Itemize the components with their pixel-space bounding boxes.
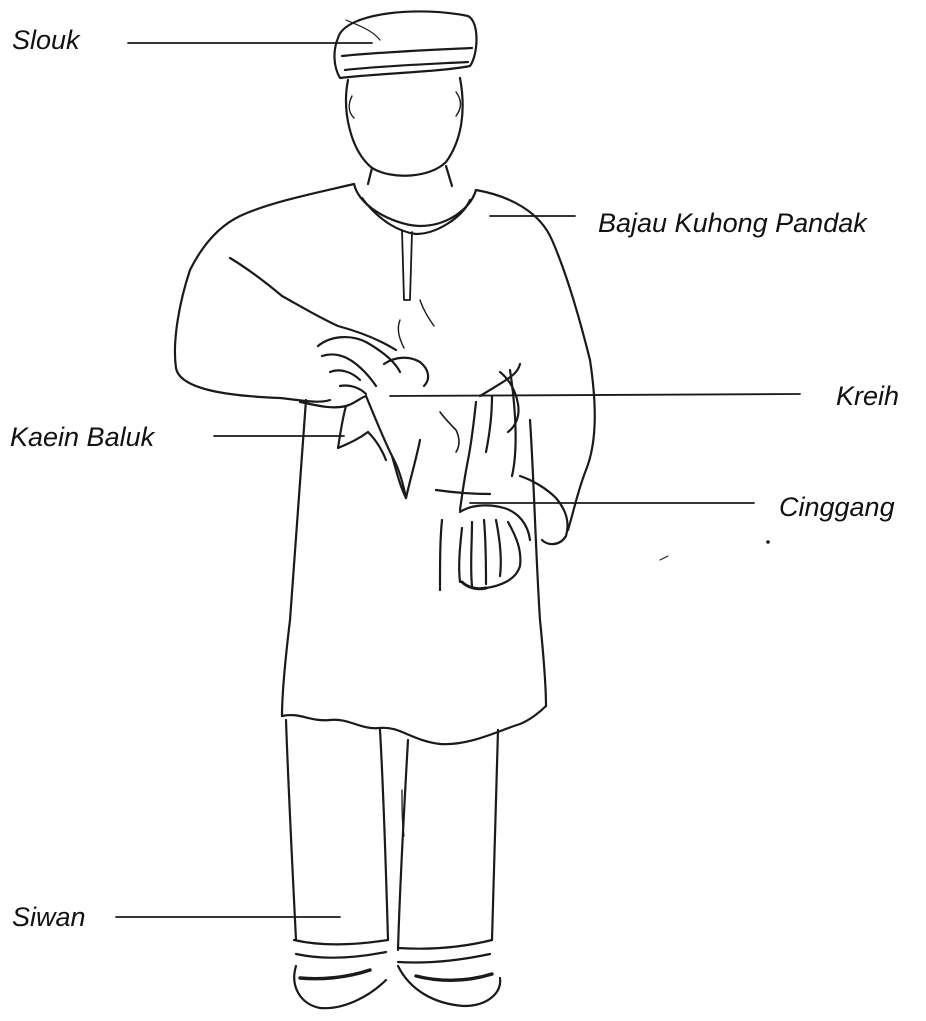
bajau-kuhong-pandak-shirt — [175, 184, 595, 744]
kreih-blade — [440, 364, 520, 510]
slouk-cap — [334, 11, 476, 78]
stray-mark — [660, 556, 668, 560]
stray-mark — [766, 540, 770, 544]
leader-lines — [116, 43, 800, 917]
label-kreih: Kreih — [836, 383, 899, 410]
left-hand — [318, 337, 428, 394]
head — [346, 78, 463, 186]
right-hand — [459, 505, 530, 588]
label-cinggang: Cinggang — [779, 494, 895, 521]
feet — [294, 966, 500, 1008]
kaein-baluk-cloth — [300, 396, 420, 498]
label-siwan: Siwan — [12, 904, 86, 931]
label-kaein-baluk: Kaein Baluk — [10, 424, 154, 451]
label-slouk: Slouk — [12, 27, 80, 54]
label-bajau-kuhong-pandak: Bajau Kuhong Pandak — [598, 210, 867, 237]
leader-line-kreih — [390, 394, 800, 396]
siwan-trousers — [286, 720, 498, 963]
cinggang-belt — [436, 476, 568, 590]
